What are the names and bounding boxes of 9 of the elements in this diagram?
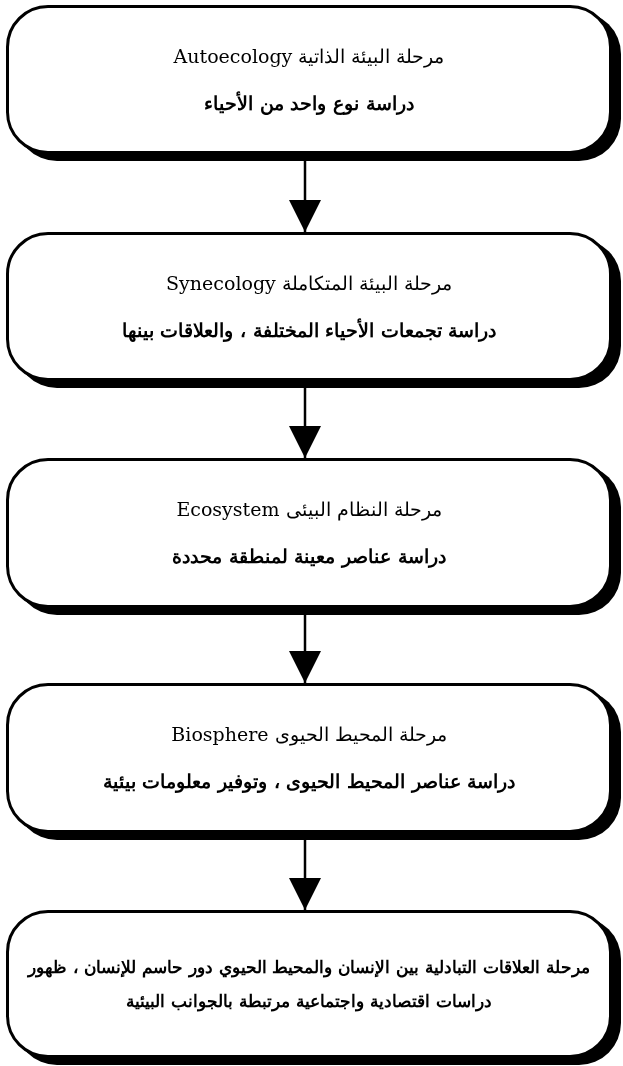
stage-description: دراسة عناصر المحيط الحيوى ، وتوفير معلومات بيئية xyxy=(102,769,516,794)
stage-description: دراسة عناصر معينة لمنطقة محددة xyxy=(172,544,446,569)
stage-title: مرحلة المحيط الحيوى Biosphere xyxy=(171,722,447,747)
stage-description: دراسة تجمعات الأحياء المختلفة ، والعلاقات بينها xyxy=(121,317,497,343)
stage-title: مرحلة البيئة الذاتية Autoecology xyxy=(173,43,445,69)
stage-title: مرحلة البيئة المتكاملة Synecology xyxy=(166,270,452,296)
stage-description: دراسة نوع واحد من الأحياء xyxy=(204,90,414,116)
stage-title: مرحلة النظام البيئى Ecosystem xyxy=(176,497,442,522)
stage-title: مرحلة العلاقات التبادلية بين الإنسان والمحيط الحيوي دور حاسم للإنسان ، ظهور دراسات اقتصادية واجتماعية مرتبطة بالجوانب البيئية xyxy=(26,956,592,1014)
